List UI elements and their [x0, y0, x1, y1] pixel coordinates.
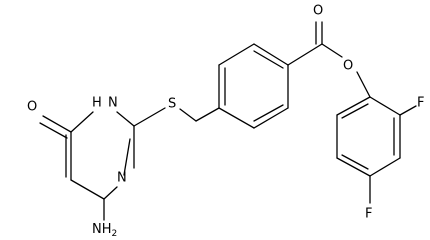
thioether-linkage: [133, 107, 220, 127]
bond: [253, 50, 284, 69]
bond: [123, 138, 131, 176]
atom-label-o-carbonyl: O: [313, 4, 323, 19]
atom-label-s: S: [168, 97, 176, 112]
bond: [253, 43, 289, 66]
bond: [133, 107, 166, 127]
bond: [369, 157, 401, 177]
bond: [356, 71, 371, 98]
pyrimidinone-ring: [65, 111, 135, 200]
bond: [336, 157, 371, 177]
atom-label-o-keto: O: [27, 100, 37, 115]
bond: [336, 96, 371, 116]
nh2-main: NH: [92, 222, 112, 237]
bond: [341, 154, 369, 170]
bond: [369, 96, 401, 116]
bond: [321, 43, 343, 58]
bond: [70, 179, 105, 200]
difluorophenyl-ring: [336, 96, 417, 204]
atom-labels: O H N N S NH2 O O F F: [27, 4, 424, 239]
bond: [116, 111, 135, 127]
atom-label-f-para: F: [365, 207, 372, 222]
bond: [287, 43, 323, 66]
atom-label-f-ortho: F: [417, 96, 424, 111]
bond: [179, 108, 197, 122]
bond: [253, 104, 284, 122]
keto-group: [39, 115, 72, 139]
bond: [39, 122, 68, 139]
atom-label-n-lower: N: [117, 171, 127, 186]
bond: [70, 111, 94, 133]
nh2-subscript: 2: [112, 229, 118, 239]
ester-group: [287, 21, 371, 98]
bond: [103, 186, 118, 200]
bond: [195, 107, 220, 122]
bond: [341, 103, 369, 119]
benzene-ring: [218, 43, 289, 129]
atom-label-nh2: NH2: [92, 222, 117, 239]
bond: [399, 105, 417, 116]
bond: [42, 115, 72, 133]
bond: [253, 107, 289, 129]
bond: [218, 107, 255, 129]
atom-label-o-ester: O: [343, 59, 353, 74]
bond: [218, 43, 255, 66]
atom-label-n: N: [108, 96, 118, 111]
atom-label-nh-h: H: [92, 96, 102, 111]
